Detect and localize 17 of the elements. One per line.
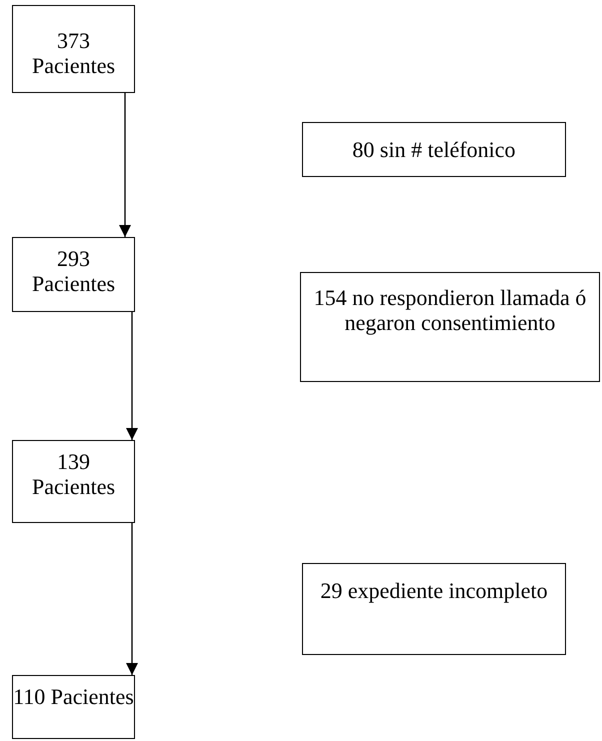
box-text: 373 Pacientes bbox=[30, 28, 116, 79]
process-box bbox=[12, 675, 135, 739]
arrow bbox=[119, 93, 131, 237]
process-box bbox=[12, 440, 135, 523]
box-text: 29 expediente incompleto bbox=[320, 578, 548, 604]
process-box bbox=[12, 237, 135, 312]
box-text: 110 Pacientes bbox=[13, 684, 134, 710]
box-text: 80 sin # teléfonico bbox=[352, 137, 516, 162]
arrow bbox=[126, 523, 138, 675]
process-box bbox=[300, 272, 600, 382]
arrow bbox=[126, 312, 138, 440]
process-box bbox=[302, 122, 566, 177]
box-text: 293 Pacientes bbox=[30, 246, 116, 297]
process-box bbox=[12, 5, 135, 93]
box-text: 154 no respondieron llamada ó negaron consentimiento bbox=[312, 285, 588, 336]
box-text: 139 Pacientes bbox=[30, 449, 116, 500]
process-box bbox=[302, 563, 566, 655]
